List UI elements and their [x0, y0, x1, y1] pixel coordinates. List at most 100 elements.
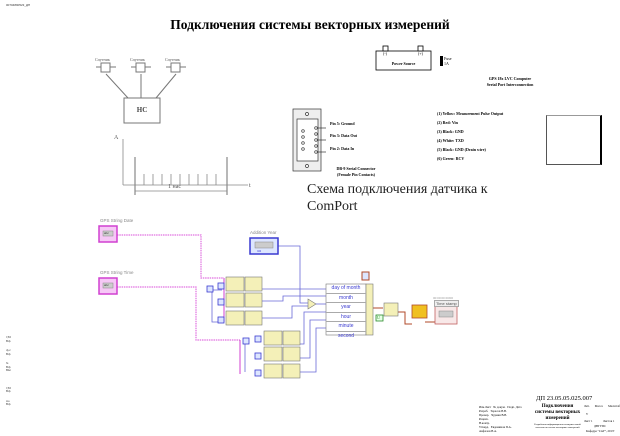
plus-terminal: (+) [418, 51, 423, 56]
satellite-node-icon [96, 62, 116, 73]
stamp-cell: Утверд. [479, 425, 489, 429]
minus-terminal: (-) [383, 51, 387, 56]
db9-caption-line: DB-9 Serial Connector [336, 166, 376, 171]
bundle-field: month [326, 294, 366, 303]
document-code: ДП 23.05.05.025.007 [536, 395, 593, 402]
gps-title-line: Serial Port Interconnection [486, 82, 534, 87]
y-axis-label: A [114, 135, 119, 141]
addition-year-label: Addition Year [250, 230, 277, 235]
bundle-field: day of month [326, 284, 366, 294]
time-stamp-indicator [434, 305, 458, 325]
bundle-fields: day of month month year hour minute seco… [326, 284, 366, 340]
stamp-cell: Реценз. [479, 417, 489, 421]
stamp-cell: Анфалов В.А. [479, 429, 497, 433]
stamp-name-line: системы векторных [534, 410, 581, 415]
stamp-cell: Провер. [479, 413, 490, 417]
pin-label: Pin 2: Data In [330, 146, 355, 151]
stamp-header: Масштаб [608, 404, 620, 408]
device-box [546, 115, 602, 165]
stamp-description: Разработка информационно-измерительной с… [534, 423, 581, 429]
stamp-cell: Изм.Лист [479, 405, 492, 409]
bundle-field: year [326, 303, 366, 313]
stamp-cell: Евдокимов П.А. [490, 425, 512, 429]
addition-year-control [249, 237, 279, 255]
gps-string-time-control [98, 277, 118, 295]
gps-title: GPS 18x LVC Computer Serial Port Interco… [470, 76, 550, 88]
side-label: I,50 Вф [6, 385, 12, 393]
stamp-cell: Тарасов В.В. [490, 409, 507, 413]
index-constants [206, 282, 262, 377]
bundle-field: minute [326, 322, 366, 332]
side-label: I,50 Вф [6, 335, 12, 343]
stamp-header: Масса [594, 404, 603, 408]
stamp-group: Кафедра "САУ", 2017г [586, 429, 615, 433]
side-labels: I,50 Вф ф,с Вф fs Вф Вlм I,50 Вф Ао Вф [6, 335, 13, 407]
stamp-name-line: измерений [545, 416, 570, 421]
stamp-cell: Н.контр. [479, 421, 490, 425]
stamp-sheet: Лист 1 [584, 419, 593, 423]
span-label: 1 нас [168, 184, 182, 190]
stamp-lit: У [586, 412, 589, 416]
u8-constant [375, 314, 384, 322]
gps-title-line: GPS 18x LVC Computer [488, 76, 532, 81]
side-label: Ао Вф [6, 398, 11, 406]
hub-box [123, 97, 161, 124]
time-stamp-value: 00:00:00 00/00 [433, 296, 454, 300]
fuse-label: Fuse [444, 56, 452, 61]
wire-item: (6) Green: RCV [437, 155, 465, 161]
date-control-type: abc [104, 231, 109, 235]
datetime-to-seconds-node [383, 302, 399, 317]
time-control-type: abc [104, 283, 109, 287]
satellite-node-icon [166, 62, 186, 73]
string-parse-blocks-upper [225, 276, 263, 326]
fuse-icon [440, 56, 443, 66]
page-title: Подключения системы векторных измерений [170, 17, 450, 32]
u8-constant-label: U [377, 315, 380, 320]
db9-caption: DB-9 Serial Connector (Female Pin Contac… [328, 166, 384, 178]
wire-item: (1) Yellow: Measurement Pulse Output [437, 111, 504, 116]
add-node-icon [307, 298, 317, 310]
stamp-org: ДВГУПС [594, 424, 607, 428]
bundle-field: hour [326, 313, 366, 322]
year-control-type: I32 [257, 249, 262, 253]
fuse-rating: 1A [444, 61, 449, 66]
stamp-drawing-name: Подключения системы векторных измерений [530, 404, 585, 422]
stamp-cell: Чуркин В.В. [491, 413, 508, 417]
bundle-field: second [337, 332, 355, 339]
wire-item: (3) Black: GND [437, 128, 464, 134]
stamp-name-line: Подключения [541, 404, 574, 409]
wire-item: (4) White: TXD [437, 137, 464, 143]
stamp-header: Лит. [584, 404, 590, 408]
wire-item: (2) Red: Vin [437, 119, 458, 125]
satellite-node-icon [131, 62, 151, 73]
db9-caption-line: (Female Pin Contacts) [337, 172, 375, 177]
side-label: fs Вф Вlм [6, 361, 11, 372]
diagram-caption: Схема подключения датчика к ComPort [307, 182, 488, 214]
document-id: 00704890523_ДП [6, 3, 31, 7]
power-source-label: Power Source [391, 61, 416, 66]
node-label: Спутник [95, 57, 110, 62]
stamp-cell: Подп. Дата [507, 405, 522, 409]
format-node [411, 304, 428, 319]
node-label: Спутник [130, 57, 145, 62]
gps-string-date-label: GPS String Date [100, 218, 134, 223]
time-stamp-label: Time stamp [434, 300, 459, 307]
side-label: ф,с Вф [6, 348, 11, 356]
string-parse-blocks-lower [263, 330, 301, 379]
pin-label: Pin 5: Ground [330, 121, 355, 126]
gps-string-time-label: GPS String Time [100, 270, 134, 275]
wire-item: (5) Black: GND (Drain wire) [437, 146, 486, 152]
hub-label: НС [136, 106, 148, 114]
bundle-by-name-node [325, 271, 374, 336]
wire-legend: (1) Yellow: Measurement Pulse Output (2)… [437, 110, 503, 163]
node-label: Спутник [165, 57, 180, 62]
x-axis-label: t [249, 183, 251, 189]
stamp-cell: Разраб. [479, 409, 489, 413]
pin-label: Pin 3: Data Out [330, 133, 357, 138]
